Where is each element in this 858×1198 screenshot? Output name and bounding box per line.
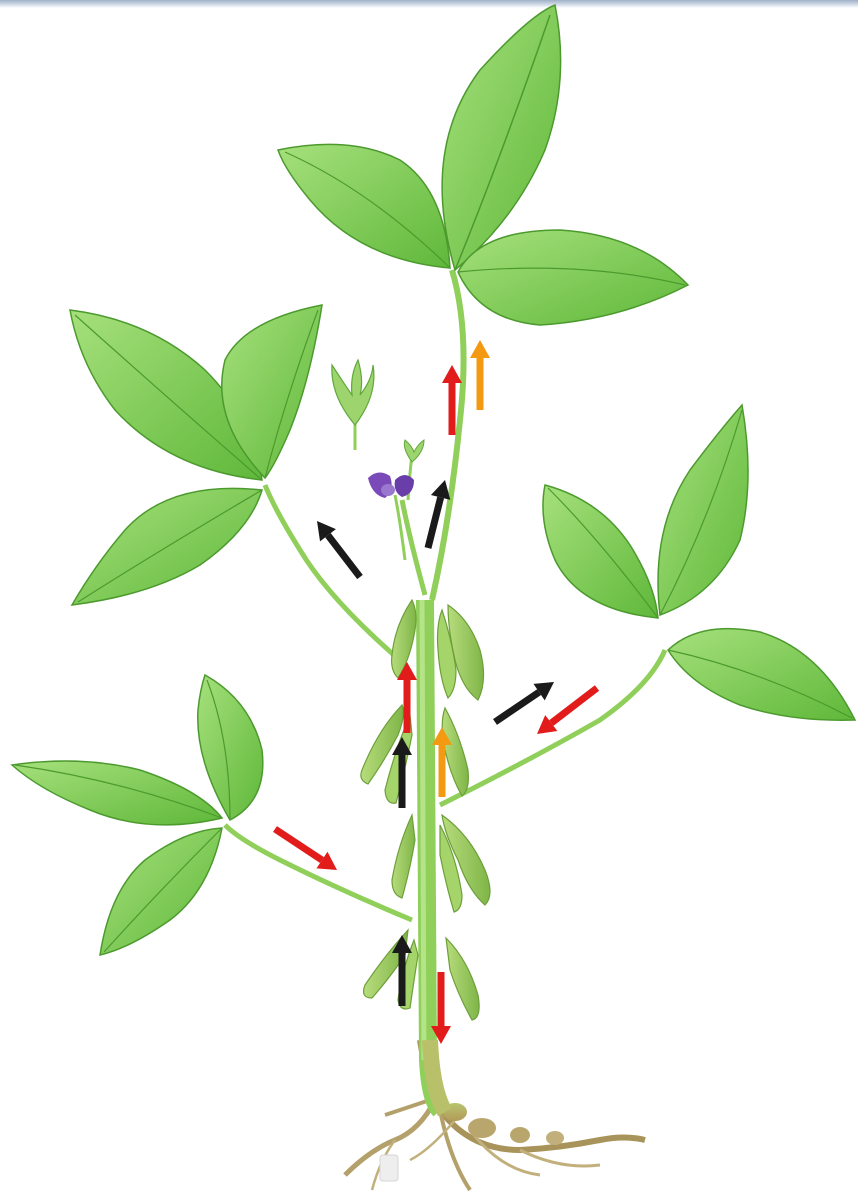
flower-cluster: [368, 440, 424, 560]
arrow-shaft: [328, 535, 360, 577]
pod-icon: [392, 600, 416, 678]
arrow-shaft: [495, 692, 539, 722]
top-trifoliate-leaves: [278, 5, 688, 325]
bud-icon: [404, 440, 424, 462]
arrow-head: [442, 365, 462, 383]
pod-icon: [392, 815, 415, 898]
upper-left-trifoliate-leaves: [70, 305, 322, 605]
arrow-icon-black: [317, 521, 360, 577]
leaf-icon: [278, 144, 450, 268]
arrow-head: [431, 480, 450, 500]
root-icon: [420, 1040, 645, 1150]
lower-left-trifoliate-leaves: [12, 675, 263, 955]
arrow-shaft: [275, 829, 322, 860]
leaf-icon: [458, 230, 688, 325]
root-system: [345, 1040, 645, 1190]
root-icon: [470, 1130, 600, 1175]
right-trifoliate-leaves: [543, 405, 855, 720]
leaf-icon: [198, 675, 263, 820]
arrow-icon-orange: [470, 340, 490, 410]
bud-cluster: [332, 360, 374, 450]
pod-icon: [442, 708, 468, 796]
leaf-icon: [668, 629, 855, 721]
arrow-shaft: [428, 497, 441, 548]
pod-icon: [446, 938, 479, 1020]
leaf-icon: [12, 761, 222, 825]
arrow-head: [470, 340, 490, 358]
leaf-icon: [543, 485, 658, 618]
bud-icon: [332, 360, 374, 425]
flower-icon: [395, 475, 414, 497]
arrow-shaft: [551, 688, 597, 723]
